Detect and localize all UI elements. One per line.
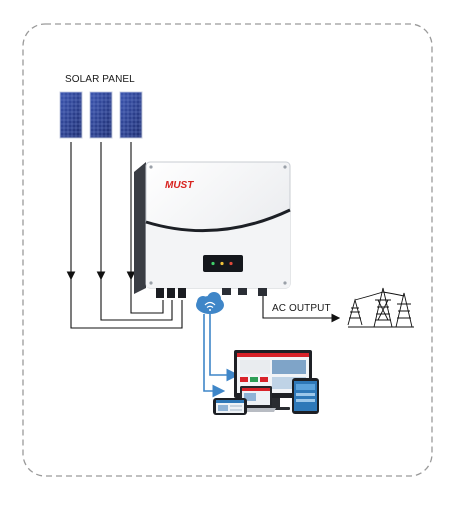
data-link-lines: [203, 314, 240, 398]
ac-output-label: AC OUTPUT: [272, 303, 331, 314]
laptop-icon: [236, 386, 276, 412]
dc-wiring: [66, 142, 183, 329]
ac-output-wiring: [262, 296, 341, 323]
diagram-frame: [22, 23, 433, 477]
inverter-icon: [134, 161, 291, 298]
phone-icon: [213, 398, 247, 415]
brand-logo: MUST: [165, 180, 194, 191]
solar-panel-icon: [59, 91, 143, 139]
power-tower-icon: [347, 287, 414, 328]
wifi-cloud-icon: [196, 292, 224, 314]
tablet-icon: [292, 378, 319, 414]
solar-panel-label: SOLAR PANEL: [65, 74, 135, 85]
